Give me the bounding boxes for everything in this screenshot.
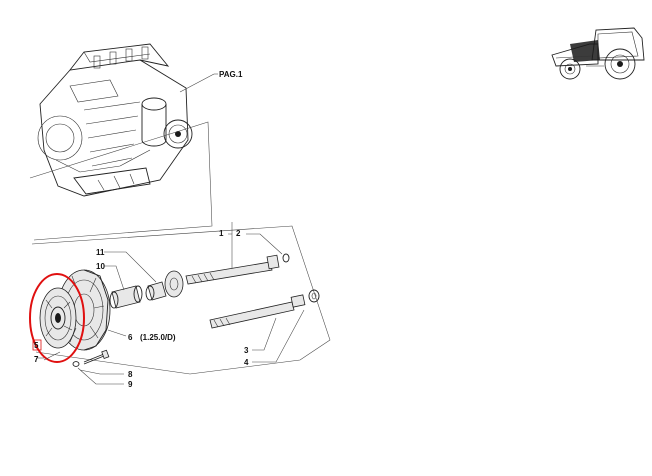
engine-assembly[interactable] (37, 43, 193, 197)
callout-6[interactable]: 6 (128, 333, 133, 342)
lower-shaft[interactable] (209, 289, 320, 329)
upper-shaft[interactable] (185, 253, 290, 285)
callout-3[interactable]: 3 (244, 346, 249, 355)
callout-9[interactable]: 9 (128, 380, 133, 389)
callout-5-box (32, 339, 42, 351)
callout-5[interactable]: 5 (34, 341, 39, 350)
tractor-thumbnail-icon[interactable] (551, 27, 645, 80)
selected-part-highlight (29, 273, 85, 363)
callout-2[interactable]: 2 (236, 229, 241, 238)
callout-11[interactable]: 11 (96, 248, 105, 257)
bolt[interactable] (83, 349, 110, 365)
callout-8[interactable]: 8 (128, 370, 133, 379)
callout-4[interactable]: 4 (244, 358, 249, 367)
release-sleeve[interactable] (109, 285, 143, 309)
callout-6-reference[interactable]: (1.25.0/D) (140, 333, 176, 342)
washer[interactable] (72, 361, 80, 367)
release-bearing[interactable] (145, 270, 184, 301)
clutch-disc[interactable] (39, 287, 77, 349)
page-reference-label[interactable]: PAG.1 (219, 70, 243, 79)
callout-7[interactable]: 7 (34, 355, 39, 364)
callout-10[interactable]: 10 (96, 262, 105, 271)
callout-1[interactable]: 1 (219, 229, 224, 238)
